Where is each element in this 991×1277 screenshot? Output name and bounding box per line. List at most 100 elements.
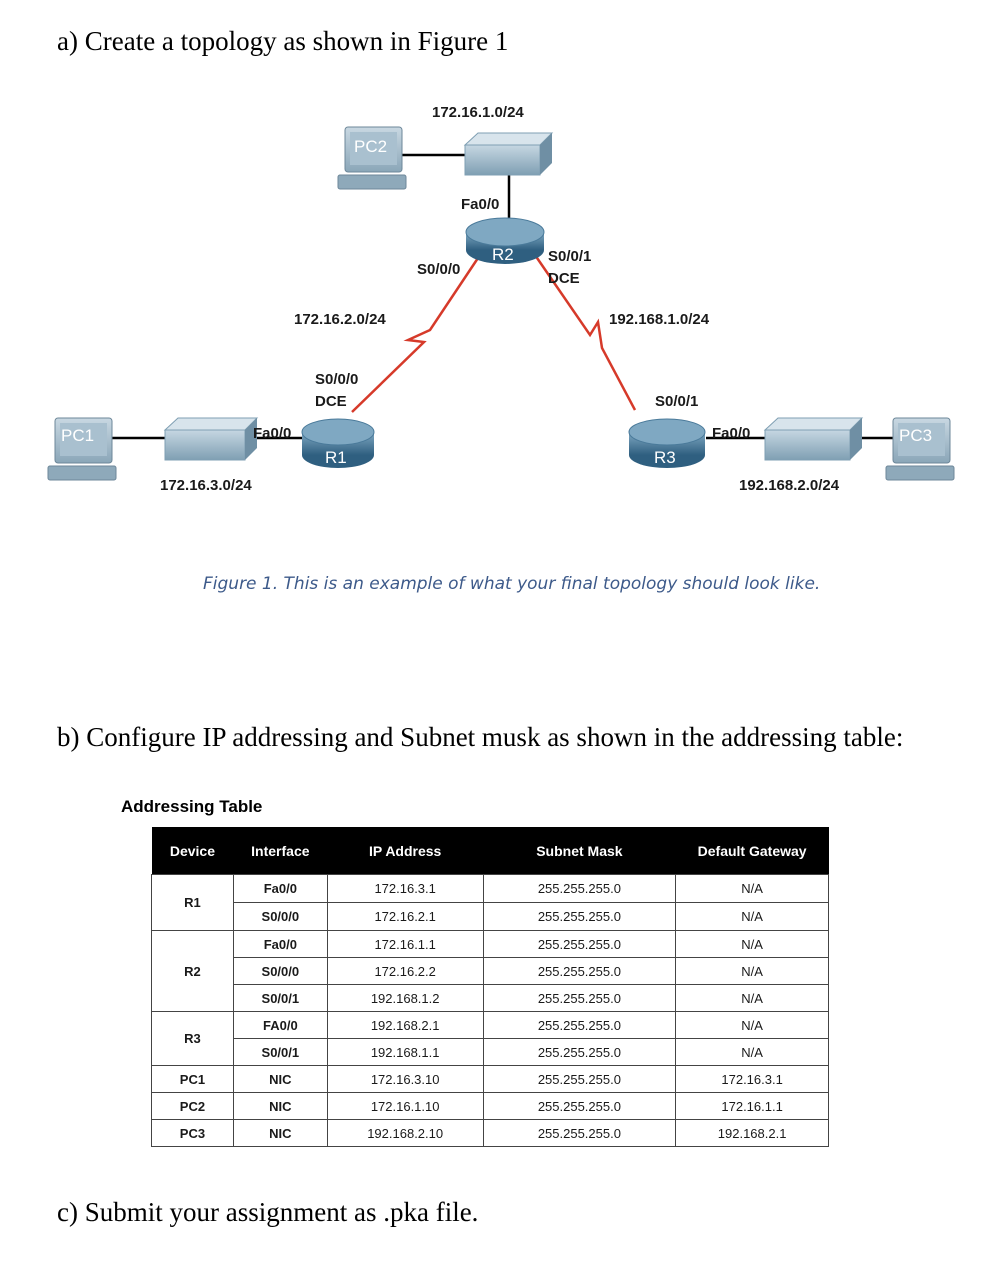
interface-cell: NIC — [232, 1065, 328, 1093]
pc3-label: PC3 — [899, 426, 933, 445]
serial-r2-r3 — [533, 254, 637, 411]
mask-cell: 255.255.255.0 — [482, 902, 677, 931]
header-interface: Interface — [233, 827, 328, 875]
net-192-168-2-label: 192.168.2.0/24 — [739, 477, 840, 494]
interface-cell: S0/0/0 — [232, 957, 328, 985]
mask-cell: 255.255.255.0 — [482, 930, 677, 958]
ip-cell: 172.16.1.10 — [326, 1092, 484, 1120]
r2-dce-label: DCE — [548, 270, 580, 287]
device-cell: PC1 — [151, 1065, 234, 1093]
router-r2 — [465, 217, 545, 264]
mask-cell: 255.255.255.0 — [482, 1065, 677, 1093]
device-cell: PC2 — [151, 1092, 234, 1120]
r1-label: R1 — [325, 448, 347, 467]
gateway-cell: N/A — [675, 1038, 829, 1066]
header-device: Device — [151, 827, 234, 875]
table-row: R2 Fa0/0 172.16.1.1 255.255.255.0 N/A — [151, 930, 829, 1012]
table-row: S0/0/1 192.168.1.2 255.255.255.0 N/A — [152, 984, 829, 1012]
r3-fa-label: Fa0/0 — [712, 425, 751, 442]
router-r3 — [628, 418, 706, 468]
net-192-168-1-label: 192.168.1.0/24 — [609, 311, 710, 328]
header-gateway: Default Gateway — [675, 827, 829, 875]
mask-cell: 255.255.255.0 — [482, 1011, 677, 1039]
switch-r1-lan — [163, 417, 259, 461]
router-r1 — [301, 418, 375, 468]
ip-cell: 172.16.3.10 — [326, 1065, 484, 1093]
gateway-cell: 172.16.3.1 — [675, 1065, 829, 1093]
pc1-computer — [47, 417, 117, 481]
interface-cell: FA0/0 — [232, 1011, 328, 1039]
gateway-cell: N/A — [675, 957, 829, 985]
gateway-cell: N/A — [675, 984, 829, 1012]
device-cell: PC3 — [151, 1119, 234, 1147]
ip-cell: 192.168.1.1 — [326, 1038, 484, 1066]
ethernet-links — [112, 153, 893, 440]
interface-cell: Fa0/0 — [232, 930, 328, 958]
table-row: S0/0/0 172.16.2.2 255.255.255.0 N/A — [152, 957, 829, 985]
gateway-cell: N/A — [675, 902, 829, 931]
device-cell: R1 — [151, 874, 234, 931]
ip-cell: 172.16.2.1 — [326, 902, 484, 931]
interface-cell: NIC — [232, 1119, 328, 1147]
r2-fa-label: Fa0/0 — [461, 196, 500, 213]
mask-cell: 255.255.255.0 — [482, 874, 677, 903]
pc3-computer — [885, 417, 955, 481]
ip-cell: 172.16.1.1 — [326, 930, 484, 958]
pc2-label: PC2 — [354, 137, 388, 156]
mask-cell: 255.255.255.0 — [482, 1092, 677, 1120]
ip-cell: 192.168.2.1 — [326, 1011, 484, 1039]
pc1-label: PC1 — [61, 426, 95, 445]
table-row: PC2 NIC 172.16.1.10 255.255.255.0 172.16… — [151, 1092, 829, 1120]
table-title: Addressing Table — [121, 797, 263, 816]
r3-label: R3 — [654, 448, 676, 467]
ip-cell: 172.16.3.1 — [326, 874, 484, 903]
ip-cell: 192.168.2.10 — [326, 1119, 484, 1147]
mask-cell: 255.255.255.0 — [482, 957, 677, 985]
gateway-cell: N/A — [675, 874, 829, 903]
topology-diagram — [47, 126, 955, 481]
ip-cell: 172.16.2.2 — [326, 957, 484, 985]
serial-r1-r2 — [351, 254, 482, 413]
r2-label: R2 — [492, 245, 514, 264]
heading-b: b) Configure IP addressing and Subnet mu… — [57, 722, 904, 752]
header-subnet: Subnet Mask — [483, 827, 676, 875]
serial-links — [351, 254, 637, 413]
table-row: PC1 NIC 172.16.3.10 255.255.255.0 172.16… — [151, 1065, 829, 1093]
table-row: R1 Fa0/0 172.16.3.1 255.255.255.0 N/A — [151, 874, 829, 931]
r2-s001-label: S0/0/1 — [548, 248, 592, 265]
header-ip: IP Address — [327, 827, 484, 875]
net-172-16-2-label: 172.16.2.0/24 — [294, 311, 386, 328]
net-172-16-3-label: 172.16.3.0/24 — [160, 477, 252, 494]
gateway-cell: 192.168.2.1 — [675, 1119, 829, 1147]
table-row: R3 FA0/0 192.168.2.1 255.255.255.0 N/A — [151, 1011, 829, 1066]
addressing-table: Device Interface IP Address Subnet Mask … — [151, 827, 829, 1147]
table-header-row: Device Interface IP Address Subnet Mask … — [151, 827, 829, 875]
r1-fa-label: Fa0/0 — [253, 425, 292, 442]
heading-a: a) Create a topology as shown in Figure … — [57, 26, 509, 56]
interface-cell: S0/0/1 — [232, 1038, 328, 1066]
interface-cell: S0/0/0 — [232, 902, 328, 931]
r3-s001-label: S0/0/1 — [655, 393, 699, 410]
pc2-computer — [337, 126, 407, 190]
r1-s000-label: S0/0/0 — [315, 371, 359, 388]
switch-r3-lan — [763, 417, 864, 461]
figure-caption: Figure 1. This is an example of what you… — [203, 574, 821, 594]
device-cell: R3 — [151, 1011, 234, 1066]
ip-cell: 192.168.1.2 — [326, 984, 484, 1012]
r2-s000-label: S0/0/0 — [417, 261, 461, 278]
interface-cell: NIC — [232, 1092, 328, 1120]
device-cell: R2 — [151, 930, 234, 1012]
table-row: S0/0/1 192.168.1.1 255.255.255.0 N/A — [152, 1038, 829, 1066]
gateway-cell: N/A — [675, 1011, 829, 1039]
table-row: S0/0/0 172.16.2.1 255.255.255.0 N/A — [152, 902, 829, 931]
heading-c: c) Submit your assignment as .pka file. — [57, 1197, 479, 1227]
net-172-16-1-label: 172.16.1.0/24 — [432, 104, 524, 121]
switch-r2-lan — [463, 132, 554, 176]
gateway-cell: 172.16.1.1 — [675, 1092, 829, 1120]
table-row: PC3 NIC 192.168.2.10 255.255.255.0 192.1… — [151, 1119, 829, 1147]
r1-dce-label: DCE — [315, 393, 347, 410]
mask-cell: 255.255.255.0 — [482, 1038, 677, 1066]
mask-cell: 255.255.255.0 — [482, 984, 677, 1012]
interface-cell: Fa0/0 — [232, 874, 328, 903]
interface-cell: S0/0/1 — [232, 984, 328, 1012]
